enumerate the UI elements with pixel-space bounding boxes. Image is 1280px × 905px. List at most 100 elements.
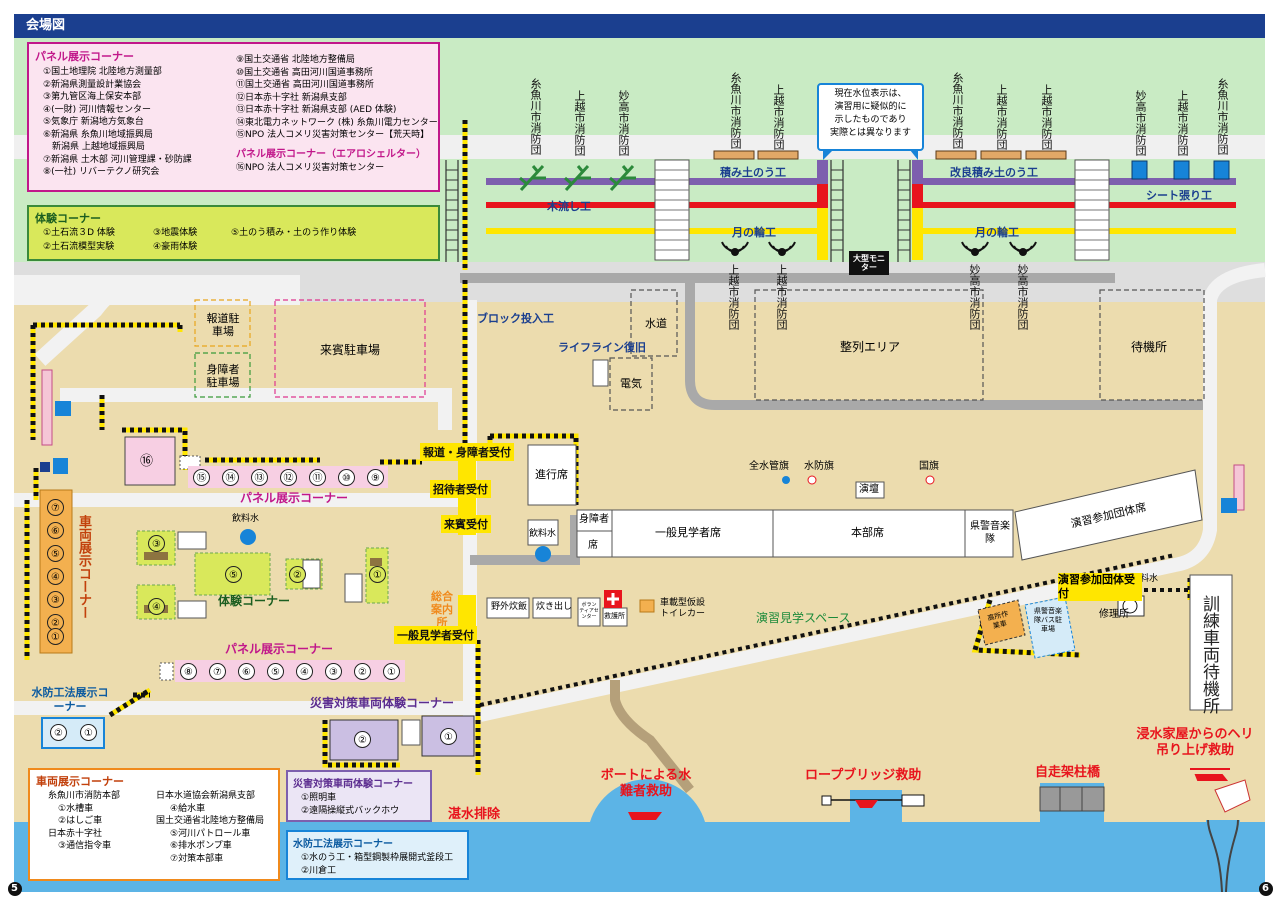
water-level-callout: 現在水位表示は、 演習用に疑似的に 示したものであり 実際とは異なります bbox=[820, 88, 921, 140]
legend-panel-item: ③第九管区海上保安本部 bbox=[43, 92, 142, 102]
legend-vehicle-item: ①水槽車 bbox=[58, 803, 94, 814]
legend-disaster-item: ①照明車 bbox=[301, 793, 337, 803]
vehicle-booth: ⑤ bbox=[47, 545, 64, 562]
panel-booth: ⑥ bbox=[238, 663, 255, 680]
legend-panel-item: ⑫日本赤十字社 新潟県支部 bbox=[236, 92, 347, 103]
legend-panel-item: ④(一財) 河川情報センター bbox=[43, 104, 151, 115]
disabled-parking: 身障者駐車場 bbox=[206, 363, 240, 389]
bus-parking: 県警音楽隊バス駐車場 bbox=[1034, 607, 1062, 633]
podium: 演壇 bbox=[859, 484, 879, 495]
fire-dept-label: 上越市消防団 bbox=[573, 90, 586, 156]
legend-disaster-title: 災害対策車両体験コーナー bbox=[293, 779, 413, 790]
panel-booth: ⑤ bbox=[267, 663, 284, 680]
page-number-left: 5 bbox=[11, 883, 18, 894]
header-bar bbox=[14, 14, 1265, 38]
disaster-booth: ① bbox=[440, 728, 457, 745]
guest-parking: 来賓駐車場 bbox=[320, 343, 381, 357]
volunteer-center: ボランティアセンター bbox=[579, 602, 599, 620]
panel-booth: ① bbox=[383, 663, 400, 680]
boat-pool bbox=[590, 779, 705, 822]
legend-panel-item: ⑮NPO 法人コメリ災害対策センター【荒天時】 bbox=[236, 130, 430, 140]
legend-vehicle-org: 日本赤十字社 bbox=[48, 828, 103, 839]
legend-vehicle-org: 糸魚川市消防本部 bbox=[48, 791, 121, 801]
experience-booth: ② bbox=[289, 566, 306, 583]
vehicle-booth: ④ bbox=[47, 568, 64, 585]
legend-panel-exhibit: パネル展示コーナー ①国土地理院 北陸地方測量部 ②新潟県測量設計業協会 ③第九… bbox=[27, 42, 440, 192]
seat-disabled-2: 席 bbox=[588, 540, 598, 551]
fire-dept-label: 糸魚川市消防団 bbox=[951, 72, 964, 149]
legend-disaster: 災害対策車両体験コーナー ①照明車 ②遠隔操縦式バックホウ bbox=[286, 770, 432, 822]
electric-area: 電気 bbox=[620, 377, 642, 390]
vehicle-booth: ① bbox=[47, 628, 64, 645]
info-center: 総合案内所 bbox=[431, 590, 453, 629]
legend-panel-item: ⑭東北電力ネットワーク (株) 糸魚川電力センター bbox=[236, 117, 438, 128]
legend-vehicle-item: ④給水車 bbox=[170, 803, 206, 814]
vehicle-booth: ⑦ bbox=[47, 499, 64, 516]
legend-experience: 体験コーナー ①土石流３D 体験 ②土石流模型実験 ③地震体験 ④豪雨体験 ⑤土… bbox=[27, 205, 440, 261]
experience-booth: ① bbox=[369, 566, 386, 583]
legend-experience-item: ③地震体験 bbox=[153, 228, 198, 238]
label-tsumi: 積み土のう工 bbox=[720, 166, 786, 179]
fire-dept-label: 糸魚川市消防団 bbox=[729, 72, 742, 149]
suibou-display-label: 水防工法展示コーナー bbox=[31, 686, 109, 713]
legend-vehicle-org: 日本水道協会新潟県支部 bbox=[156, 791, 256, 801]
suibou-booth: ② bbox=[50, 724, 67, 741]
drinking-water-label: 飲料水 bbox=[529, 529, 557, 539]
legend-experience-item: ②土石流模型実験 bbox=[43, 242, 115, 252]
legend-experience-item: ④豪雨体験 bbox=[153, 242, 198, 252]
press-parking: 報道駐車場 bbox=[206, 312, 240, 338]
panel-booth: ⑩ bbox=[338, 469, 355, 486]
experience-label: 体験コーナー bbox=[218, 594, 291, 608]
label-kinagashi: 木流し工 bbox=[547, 200, 591, 213]
panel-booth: ⑪ bbox=[309, 469, 326, 486]
callout-line: 演習用に疑似的に bbox=[834, 102, 907, 112]
experience-booth: ⑤ bbox=[225, 566, 242, 583]
seat-disabled: 身障者 bbox=[579, 514, 609, 525]
callout-line: 示したものであり bbox=[834, 115, 907, 125]
panel-booth: ⑭ bbox=[222, 469, 239, 486]
legend-panel-item: ⑩国土交通省 高田河川国道事務所 bbox=[236, 67, 373, 78]
fire-dept-label: 上越市消防団 bbox=[995, 84, 1008, 150]
fire-dept-label: 妙高市消防団 bbox=[1134, 90, 1147, 156]
panel-booth: ⑮ bbox=[193, 469, 210, 486]
panel-booth: ⑬ bbox=[251, 469, 268, 486]
callout-line: 現在水位表示は、 bbox=[834, 89, 907, 99]
boat-rescue: ボートによる水難者救助 bbox=[600, 768, 692, 799]
page-title: 会場図 bbox=[26, 18, 66, 33]
legend-experience-item: ①土石流３D 体験 bbox=[43, 228, 115, 238]
water-area: 水道 bbox=[645, 317, 667, 330]
legend-panel-item: ①国土地理院 北陸地方測量部 bbox=[43, 67, 162, 77]
self-pillar-bridge: 自走架柱橋 bbox=[1035, 765, 1101, 780]
panel-booth: ⑫ bbox=[280, 469, 297, 486]
legend-panel-item: ⑪国土交通省 高田河川国道事務所 bbox=[236, 80, 374, 90]
legend-panel-item: ⑦新潟県 土木部 河川管理課・砂防課 bbox=[43, 154, 192, 165]
seat-general: 一般見学者席 bbox=[655, 526, 721, 539]
food-distribution: 炊き出し bbox=[536, 602, 573, 612]
legend-vehicle-org: 国土交通省北陸地方整備局 bbox=[156, 816, 265, 826]
legend-panel-title: パネル展示コーナー bbox=[35, 50, 134, 63]
fire-dept-label: 糸魚川市消防団 bbox=[529, 78, 542, 155]
rope-pool bbox=[850, 790, 902, 824]
fire-dept-label: 上越市消防団 bbox=[1176, 90, 1189, 156]
fire-dept-label: 妙高市消防団 bbox=[968, 264, 981, 330]
panel-booth: ⑧ bbox=[180, 663, 197, 680]
legend-panel-item: ⑨国土交通省 北陸地方整備局 bbox=[236, 55, 355, 65]
vehicle-display-label: 車両展示コーナー bbox=[76, 515, 91, 619]
repair-station: 修理所 bbox=[1099, 609, 1129, 620]
legend-flood-item: ①水のう工・箱型鋼製枠展開式釜段工 bbox=[301, 853, 454, 863]
fire-dept-label: 上越市消防団 bbox=[772, 84, 785, 150]
seat-band: 県警音楽隊 bbox=[970, 521, 1010, 545]
reception-invitee: 招待者受付 bbox=[430, 480, 491, 498]
seat-hq: 本部席 bbox=[851, 526, 884, 539]
legend-experience-item: ⑤土のう積み・土のう作り体験 bbox=[231, 228, 357, 238]
fire-dept-label: 上越市消防団 bbox=[775, 264, 788, 330]
fire-dept-label: 妙高市消防団 bbox=[617, 90, 630, 156]
vehicle-booth: ⑥ bbox=[47, 522, 64, 539]
vehicle-booth: ③ bbox=[47, 591, 64, 608]
legend-flood-title: 水防工法展示コーナー bbox=[293, 839, 393, 850]
label-tsukinowa-left: 月の輪工 bbox=[732, 226, 776, 239]
panel-booth: ⑦ bbox=[209, 663, 226, 680]
legend-panel-item: ⑯NPO 法人コメリ災害対策センター bbox=[236, 162, 385, 173]
waiting-area: 待機所 bbox=[1131, 340, 1168, 354]
legend-vehicle: 車両展示コーナー 糸魚川市消防本部 ①水槽車 ②はしご車 日本赤十字社 ③通信指… bbox=[28, 768, 280, 881]
